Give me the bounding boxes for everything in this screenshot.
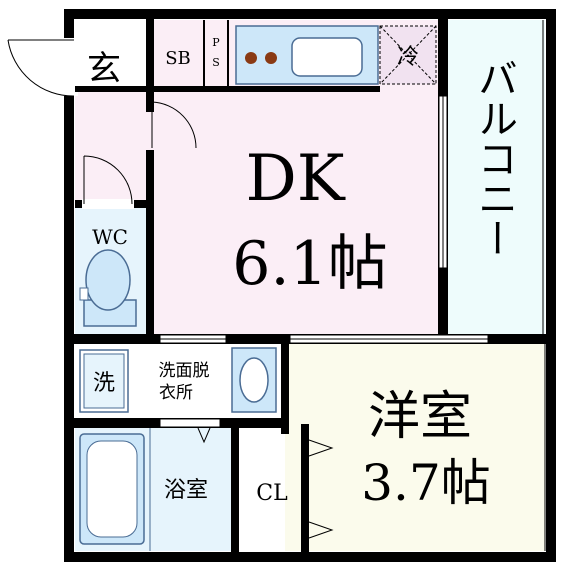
kitchen-wall	[150, 86, 380, 92]
wash-basin-bowl-icon	[239, 357, 269, 403]
balcony-floor	[445, 20, 545, 334]
dk-floor	[150, 88, 445, 334]
hall-dk-wall	[146, 150, 154, 340]
wc-label: WC	[92, 225, 128, 249]
sink-icon	[291, 37, 363, 77]
washroom-label-line2: 衣所	[159, 383, 193, 403]
wc-door-gap	[82, 199, 134, 209]
fridge-label: 冷	[397, 45, 419, 70]
bath-closet-wall	[231, 424, 239, 554]
washer-label: 洗	[93, 371, 115, 396]
western-size-label: 3.7帖	[361, 454, 491, 512]
stove-burner-left-icon	[245, 52, 257, 64]
toilet-bowl-icon	[85, 249, 131, 311]
bath-door-gap	[159, 418, 221, 428]
closet-label: CL	[256, 481, 288, 506]
entrance-door-gap	[60, 38, 78, 96]
balcony-label: バルコニー	[471, 58, 517, 258]
stove-burner-right-icon	[265, 52, 277, 64]
bath-label: 浴室	[164, 478, 208, 503]
entrance-door-swing-icon	[7, 39, 75, 97]
bath-door-arrow-icon	[197, 427, 211, 444]
pipe-space-label-s: S	[212, 56, 220, 69]
closet-door-lower-icon	[308, 521, 334, 539]
outer-wall	[64, 9, 556, 562]
pipe-space-label-p: P	[212, 36, 220, 49]
entrance-partition	[146, 14, 154, 112]
bathtub-inner-icon	[86, 440, 138, 538]
entrance-label: 玄	[87, 49, 121, 89]
washroom-western-wall	[281, 334, 289, 434]
hall-floor	[75, 88, 150, 205]
western-name-label: 洋室	[368, 387, 472, 447]
entrance-step-line	[75, 86, 150, 92]
dk-door-swing-icon	[151, 101, 197, 149]
fridge-cross-b	[379, 25, 437, 85]
washroom-label-line1: 洗面脱	[159, 361, 210, 381]
entrance-floor	[75, 20, 150, 88]
toilet-paper-icon	[79, 287, 89, 301]
washer-inner	[83, 353, 125, 409]
shoe-box-label: SB	[165, 48, 191, 69]
dk-name-label: DK	[245, 142, 345, 216]
dk-size-label: 6.1帖	[232, 229, 387, 299]
closet-door-upper-icon	[308, 439, 334, 457]
wc-door-swing-icon	[83, 155, 133, 205]
closet-western-wall	[301, 424, 309, 554]
